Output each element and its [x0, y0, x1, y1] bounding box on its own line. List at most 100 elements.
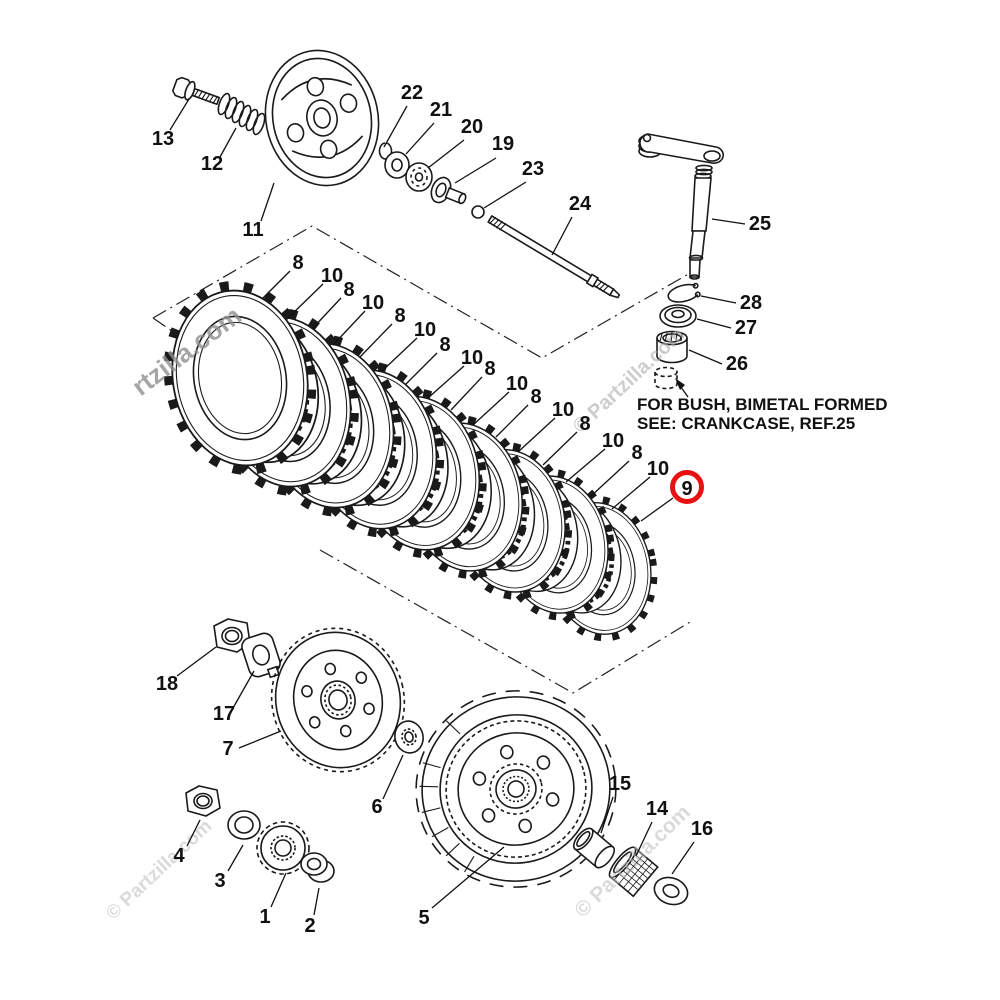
callout-25[interactable]: 25 — [749, 213, 771, 235]
callout-15[interactable]: 15 — [609, 773, 631, 795]
callout-8[interactable]: 8 — [394, 305, 405, 327]
callout-27[interactable]: 27 — [735, 317, 757, 339]
callout-10[interactable]: 10 — [321, 265, 343, 287]
clutch-spring-drawing — [217, 92, 266, 136]
callout-9[interactable]: 9 — [681, 478, 692, 500]
leader-line-10 — [517, 417, 556, 453]
callout-22[interactable]: 22 — [401, 82, 423, 104]
leader-line-12 — [219, 127, 237, 158]
thrust-washer-drawing — [394, 720, 424, 754]
callout-20[interactable]: 20 — [461, 116, 483, 138]
end-washer-drawing — [653, 876, 689, 906]
leader-line-14 — [635, 821, 653, 857]
leader-line-24 — [551, 216, 573, 256]
leader-line-2 — [313, 887, 320, 916]
highlight-ring[interactable] — [670, 470, 704, 504]
callout-26[interactable]: 26 — [726, 353, 748, 375]
leader-line-5 — [431, 846, 505, 909]
leader-line-6 — [382, 754, 404, 800]
leader-line-7 — [238, 730, 282, 749]
callout-16[interactable]: 16 — [691, 818, 713, 840]
leader-line-8 — [495, 404, 529, 438]
plain-washer-drawing — [227, 810, 261, 840]
leader-line-8 — [261, 270, 291, 300]
leader-line-10 — [380, 337, 418, 373]
clutch-boss-drawing — [270, 627, 406, 773]
callout-8[interactable]: 8 — [484, 358, 495, 380]
callout-5[interactable]: 5 — [418, 907, 429, 929]
pushrod-parts-drawing — [378, 142, 621, 299]
leader-line-8 — [311, 297, 342, 330]
clutch-spring-bolt-drawing — [171, 76, 221, 106]
leader-line-8 — [542, 431, 578, 466]
circlip-drawing — [667, 282, 701, 303]
lock-washer-drawing — [241, 632, 281, 679]
callout-1[interactable]: 1 — [259, 906, 270, 928]
callout-4[interactable]: 4 — [173, 845, 185, 867]
leader-line-27 — [696, 318, 732, 329]
callout-10[interactable]: 10 — [362, 292, 384, 314]
leader-line-10 — [472, 391, 510, 426]
callout-6[interactable]: 6 — [371, 796, 382, 818]
leader-line-10 — [611, 476, 651, 510]
callout-8[interactable]: 8 — [579, 413, 590, 435]
callout-18[interactable]: 18 — [156, 673, 178, 695]
bush-note-line1: FOR BUSH, BIMETAL FORMED — [637, 395, 888, 414]
callout-10[interactable]: 10 — [602, 430, 624, 452]
primary-gear-nut-drawing — [185, 785, 221, 817]
bimetal-bush-dashed-drawing — [654, 366, 678, 390]
leader-line-10 — [332, 310, 366, 346]
push-lever-drawing — [638, 133, 725, 280]
callout-14[interactable]: 14 — [646, 798, 669, 820]
pressure-plate-drawing — [264, 49, 380, 187]
callout-13[interactable]: 13 — [152, 128, 174, 150]
callout-28[interactable]: 28 — [740, 292, 762, 314]
callout-12[interactable]: 12 — [201, 153, 223, 175]
callout-8[interactable]: 8 — [292, 252, 303, 274]
leader-line-11 — [260, 182, 275, 222]
callout-10[interactable]: 10 — [506, 373, 528, 395]
bush-note: FOR BUSH, BIMETAL FORMED SEE: CRANKCASE,… — [637, 395, 888, 433]
highlight-circle-part9[interactable] — [670, 470, 704, 504]
leader-line-28 — [700, 295, 737, 304]
leader-line-1 — [270, 872, 287, 908]
leader-line-8 — [359, 323, 393, 358]
bush-note-line2: SEE: CRANKCASE, REF.25 — [637, 414, 855, 433]
clutch-basket-drawing — [415, 690, 617, 888]
lever-bushing-drawing — [656, 330, 688, 364]
leader-line-8 — [450, 376, 483, 411]
callout-10[interactable]: 10 — [552, 399, 574, 421]
callout-8[interactable]: 8 — [530, 386, 541, 408]
callout-17[interactable]: 17 — [213, 703, 235, 725]
callout-3[interactable]: 3 — [214, 870, 225, 892]
callout-2[interactable]: 2 — [304, 915, 315, 937]
callout-24[interactable]: 24 — [569, 193, 592, 215]
callout-8[interactable]: 8 — [439, 334, 450, 356]
leader-line-18 — [176, 646, 217, 677]
callout-11[interactable]: 11 — [242, 219, 263, 241]
collar-drawing — [300, 852, 335, 883]
callout-10[interactable]: 10 — [647, 458, 669, 480]
leader-line-17 — [232, 670, 255, 709]
leader-line-25 — [711, 218, 746, 225]
leader-line-16 — [671, 841, 695, 875]
watermark-text: © Partzilla.com — [102, 816, 216, 924]
callout-21[interactable]: 21 — [430, 99, 452, 121]
primary-drive-gear-drawing — [256, 821, 310, 875]
leader-line-8 — [589, 460, 630, 498]
callout-8[interactable]: 8 — [343, 279, 354, 301]
leader-line-13 — [169, 98, 190, 131]
callout-8[interactable]: 8 — [631, 442, 642, 464]
leader-line-10 — [427, 365, 465, 399]
callout-23[interactable]: 23 — [522, 158, 544, 180]
clutch-boss-nut-drawing — [213, 618, 251, 653]
callout-7[interactable]: 7 — [222, 738, 233, 760]
callout-19[interactable]: 19 — [492, 133, 514, 155]
leader-line-9 — [640, 497, 674, 522]
bush-note-arrow — [675, 378, 689, 398]
callout-10[interactable]: 10 — [461, 347, 483, 369]
callout-10[interactable]: 10 — [414, 319, 436, 341]
